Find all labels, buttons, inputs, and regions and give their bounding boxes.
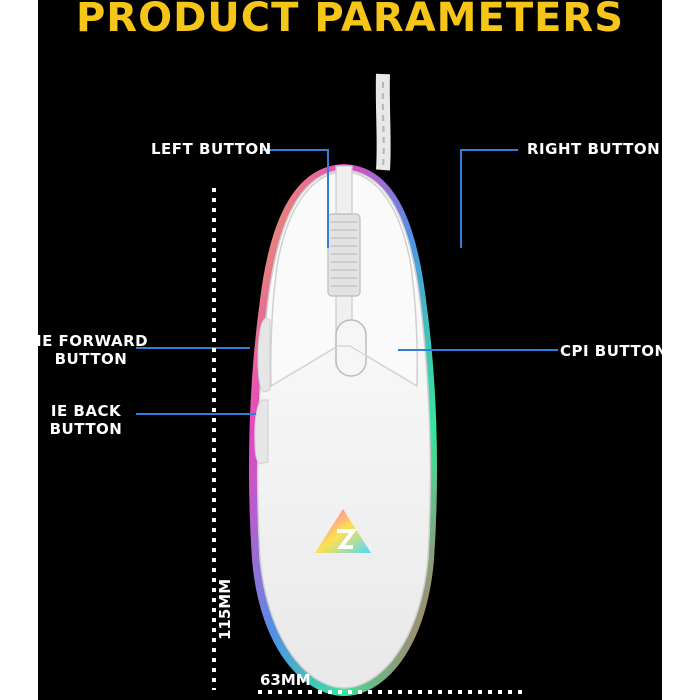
cpi-button-shape	[335, 319, 367, 377]
back-button-shape	[254, 399, 269, 465]
forward-button-label: IE FORWARD BUTTON	[38, 332, 149, 368]
left-button-label: LEFT BUTTON	[151, 140, 272, 158]
left-button-shape	[270, 171, 339, 388]
cpi-button-label: CPI BUTTON	[560, 342, 662, 360]
back-button-label-line2: BUTTON	[49, 420, 123, 438]
right-button-leader	[460, 149, 518, 248]
product-panel: PRODUCT PARAMETERS	[38, 0, 662, 700]
right-button-shape	[349, 171, 418, 388]
rgb-glow	[248, 163, 438, 697]
mouse-illustration	[136, 73, 558, 697]
back-button-label: IE BACK BUTTON	[40, 402, 132, 438]
forward-button-shape	[257, 317, 271, 393]
length-dimension-label: 115MM	[216, 578, 234, 640]
left-button-leader	[262, 149, 329, 248]
mouse-cable	[375, 73, 391, 171]
forward-button-label-line2: BUTTON	[54, 350, 128, 368]
brand-logo-icon	[315, 509, 371, 553]
scroll-wheel	[327, 213, 361, 297]
page-title: PRODUCT PARAMETERS	[75, 0, 625, 41]
forward-button-label-line1: IE FORWARD	[38, 332, 149, 350]
right-button-label: RIGHT BUTTON	[527, 140, 661, 158]
back-button-label-line1: IE BACK	[50, 402, 122, 420]
width-dimension-label: 63MM	[260, 671, 311, 689]
